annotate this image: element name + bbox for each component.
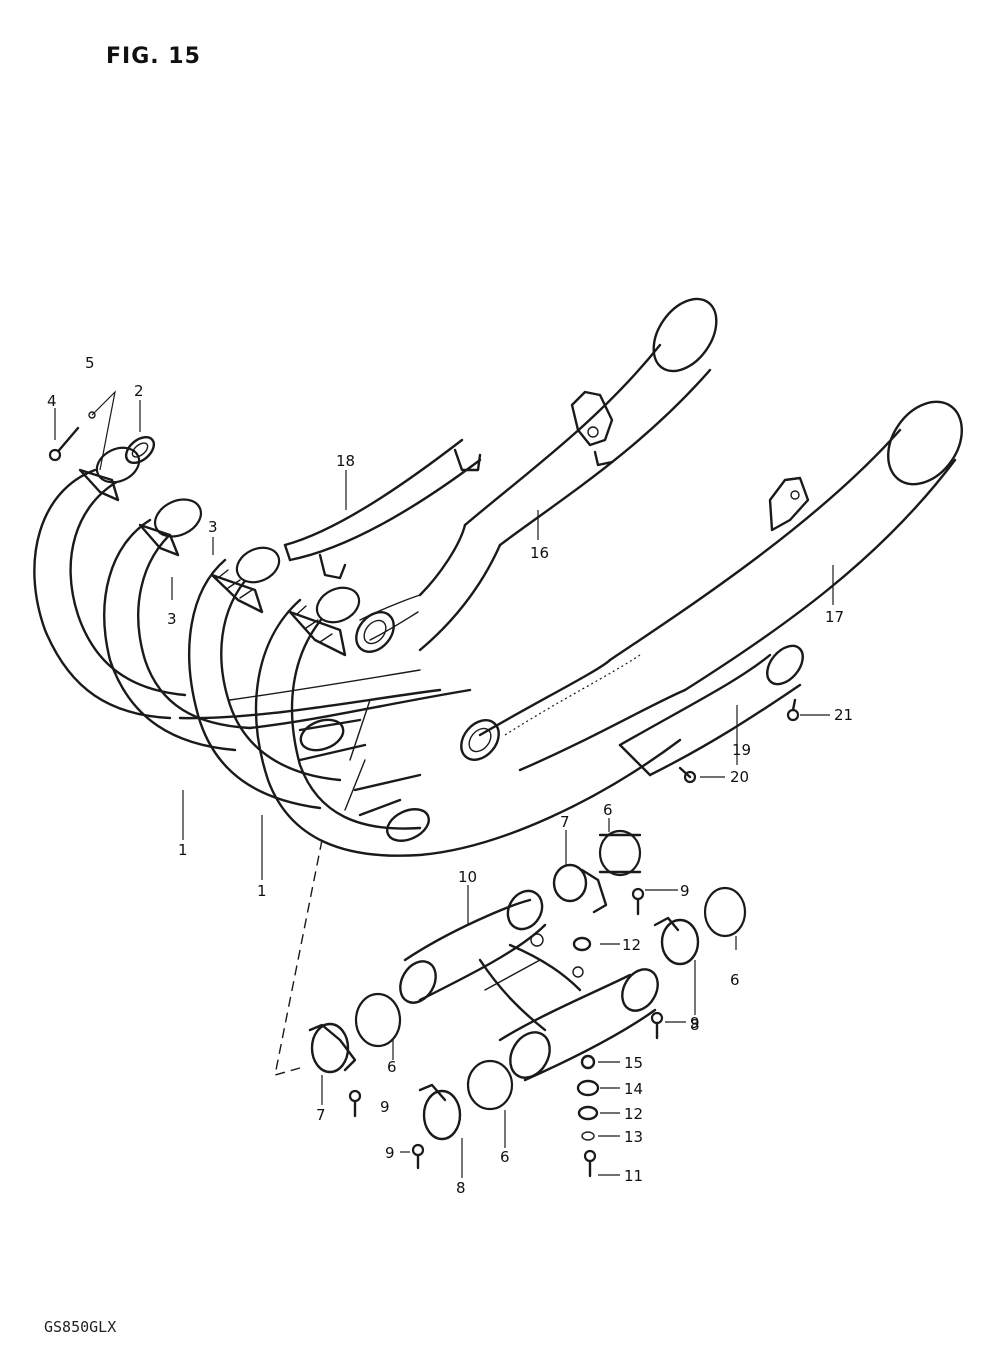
- callout-1a: 1: [178, 841, 188, 859]
- callout-7b: 7: [316, 1106, 326, 1124]
- callout-18: 18: [336, 452, 355, 470]
- heat-shield-screws: [678, 698, 800, 784]
- callout-19: 19: [732, 741, 751, 759]
- figure-title: FIG. 15: [106, 44, 201, 69]
- callout-7a: 7: [560, 813, 570, 831]
- heat-shield-lower: [618, 644, 804, 777]
- callout-8b: 8: [456, 1179, 466, 1197]
- muffler-right-lower: [460, 400, 963, 772]
- exhaust-header-pipes: [33, 468, 682, 857]
- header-flange-clamps: [78, 446, 361, 657]
- callout-12a: 12: [622, 936, 641, 954]
- callout-21: 21: [834, 706, 853, 724]
- callout-labels: 1 1 2 3 3 4 5 6 6 6 6 7 7 8 8 9 9 9 9 10…: [47, 354, 853, 1197]
- muffler-right-upper: [355, 297, 718, 653]
- callout-11: 11: [624, 1167, 643, 1185]
- callout-8a: 8: [690, 1016, 700, 1034]
- callout-9c: 9: [380, 1098, 390, 1116]
- callout-9d: 9: [385, 1144, 395, 1162]
- collector-balance-box: [399, 889, 659, 1082]
- callout-16: 16: [530, 544, 549, 562]
- callout-6a: 6: [603, 801, 613, 819]
- hardware-stack: [348, 887, 664, 1178]
- callout-13: 13: [624, 1128, 643, 1146]
- callout-6d: 6: [500, 1148, 510, 1166]
- callout-3a: 3: [208, 518, 218, 536]
- gasket-and-fasteners: [48, 390, 156, 471]
- callout-17: 17: [825, 608, 844, 626]
- callout-14: 14: [624, 1080, 643, 1098]
- callout-10: 10: [458, 868, 477, 886]
- callout-6c: 6: [387, 1058, 397, 1076]
- callout-20: 20: [730, 768, 749, 786]
- callout-15: 15: [624, 1054, 643, 1072]
- callout-9b: 9: [690, 1014, 700, 1032]
- assembly-dash-line: [274, 839, 323, 1076]
- model-code: GS850GLX: [44, 1318, 117, 1336]
- callout-1b: 1: [257, 882, 267, 900]
- callout-3b: 3: [167, 610, 177, 628]
- callout-6b: 6: [730, 971, 740, 989]
- callout-5: 5: [85, 354, 95, 372]
- heat-shield-upper: [283, 438, 482, 580]
- leader-lines: [54, 400, 834, 1178]
- callout-9a: 9: [680, 882, 690, 900]
- callout-12b: 12: [624, 1105, 643, 1123]
- callout-2: 2: [134, 382, 144, 400]
- pipe-clamps-and-sleeves: [308, 829, 747, 1141]
- callout-4: 4: [47, 392, 57, 410]
